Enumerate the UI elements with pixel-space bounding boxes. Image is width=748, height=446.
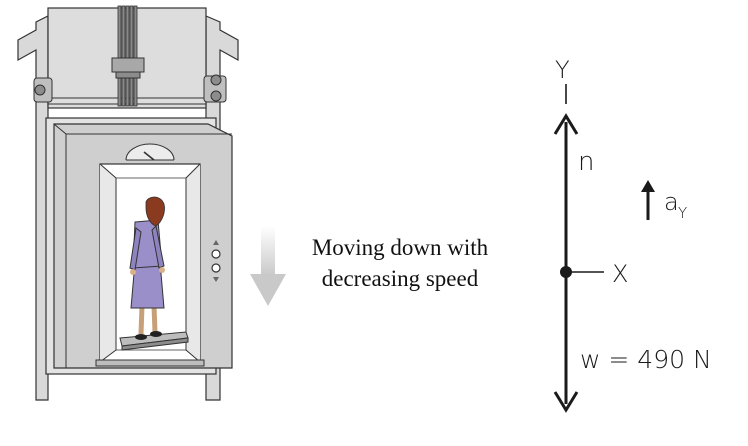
acceleration-arrowhead: [641, 180, 655, 192]
y-axis-label: Y: [555, 56, 570, 84]
body-point: [560, 266, 572, 278]
x-axis-label: X: [612, 260, 628, 288]
acceleration-subscript: Y: [678, 204, 687, 222]
motion-caption: Moving down with decreasing speed: [284, 232, 516, 294]
weight-arrowhead: [553, 391, 579, 413]
right-rail-bracket: [203, 74, 227, 103]
left-rail-bracket: [33, 77, 53, 103]
call-button-panel: [211, 240, 221, 282]
caption-line-1: Moving down with: [311, 235, 489, 260]
normal-force-arrowhead: [553, 113, 579, 135]
acceleration-label: a: [664, 188, 679, 216]
weight-label: w = 490 N: [580, 345, 712, 374]
woman-figure: [129, 196, 165, 340]
bathroom-scale: [119, 331, 189, 351]
cable-clamp: [111, 57, 145, 79]
elevator-cables: [117, 5, 138, 107]
motion-direction-arrow: [250, 226, 286, 306]
free-body-diagram: Y n w = 490 N X a Y: [553, 56, 712, 413]
normal-force-label: n: [578, 147, 594, 177]
caption-line-2: decreasing speed: [321, 266, 479, 291]
